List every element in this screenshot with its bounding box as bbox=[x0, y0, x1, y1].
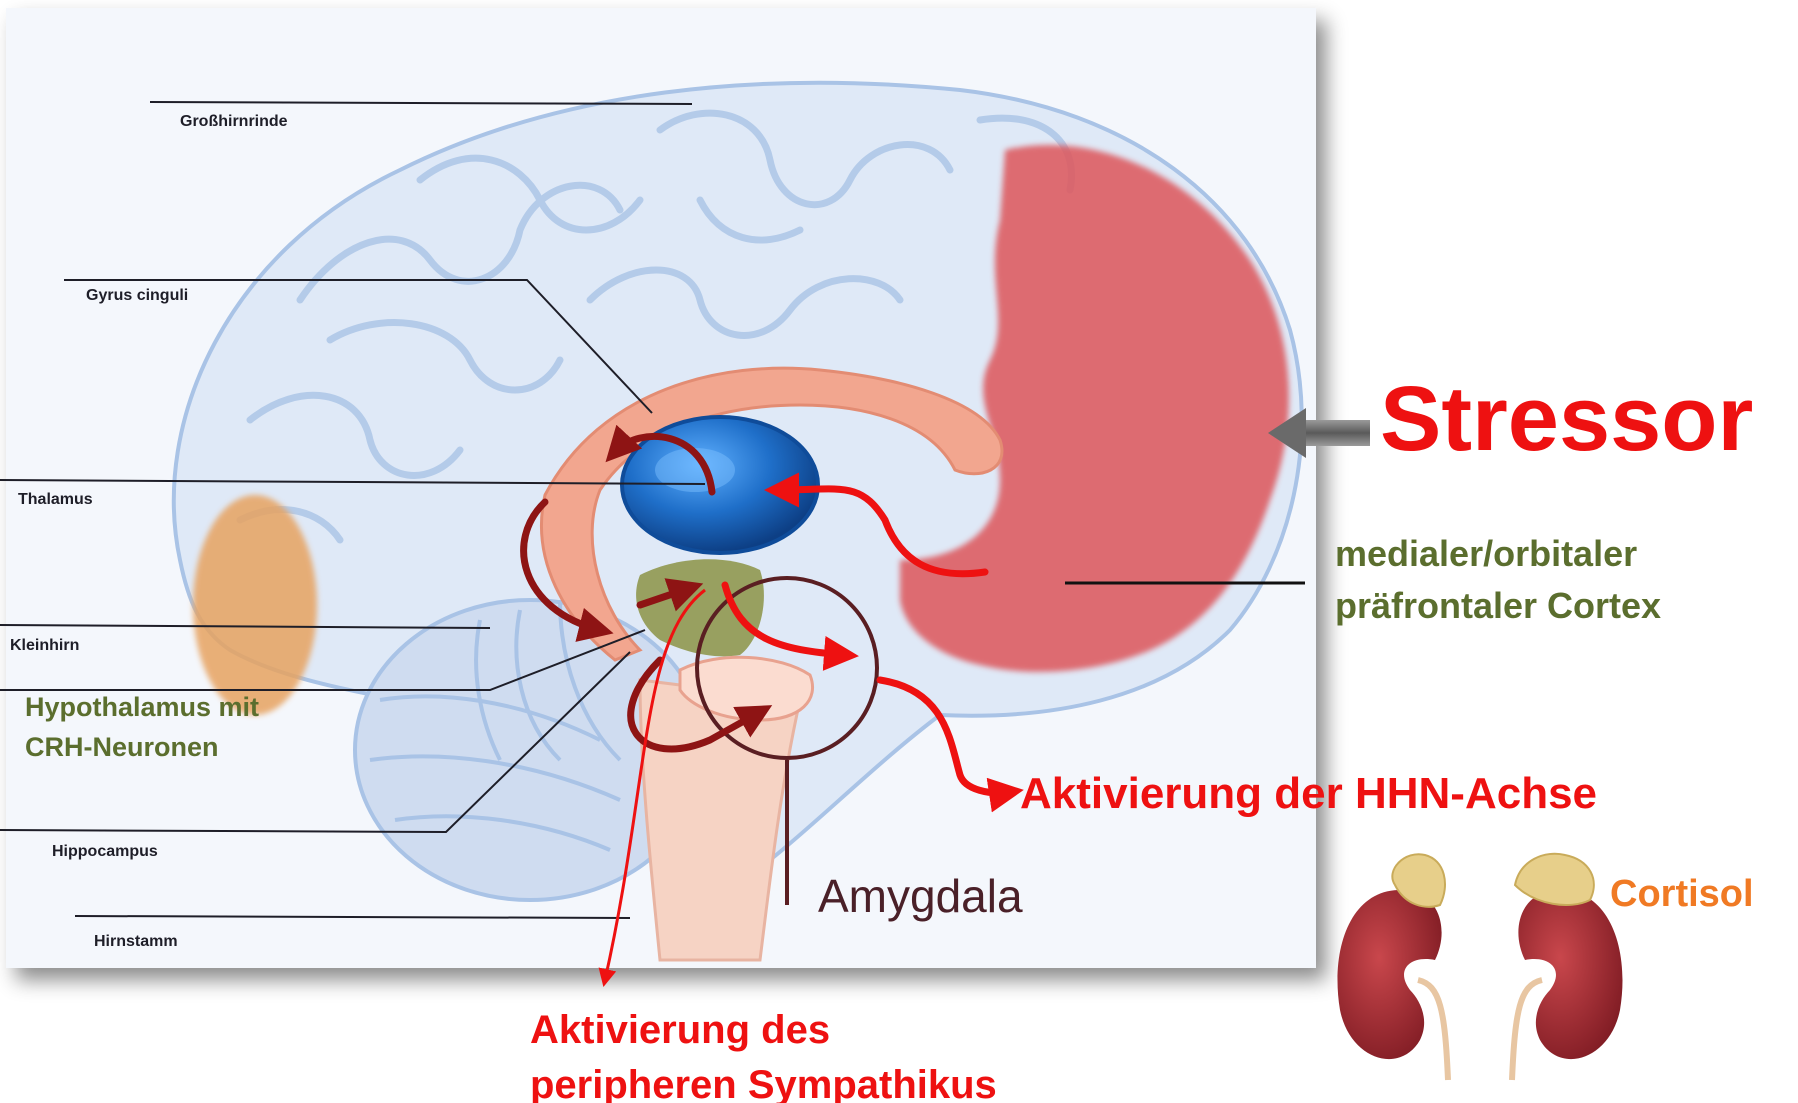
occipital-region bbox=[193, 495, 317, 715]
label-stressor: Stressor bbox=[1380, 368, 1753, 470]
kidneys-illustration bbox=[1338, 854, 1623, 1080]
label-hirnstamm: Hirnstamm bbox=[94, 933, 178, 950]
label-cortex-line1: medialer/orbitaler bbox=[1335, 533, 1637, 574]
label-hypothalamus-line1: Hypothalamus mit bbox=[25, 692, 259, 722]
left-kidney bbox=[1338, 854, 1449, 1080]
label-hhn-activation: Aktivierung der HHN-Achse bbox=[1020, 769, 1597, 818]
label-hippocampus: Hippocampus bbox=[52, 843, 158, 860]
label-cortex-line2: präfrontaler Cortex bbox=[1335, 585, 1661, 626]
brain-illustration bbox=[0, 8, 1316, 968]
label-thalamus: Thalamus bbox=[18, 491, 93, 508]
label-cortisol: Cortisol bbox=[1610, 873, 1754, 915]
label-sympathikus-line1: Aktivierung des bbox=[530, 1008, 830, 1052]
label-amygdala: Amygdala bbox=[818, 870, 1023, 922]
label-grosshirnrinde: Großhirnrinde bbox=[180, 113, 288, 130]
label-kleinhirn: Kleinhirn bbox=[10, 637, 79, 654]
label-hypothalamus-line2: CRH-Neuronen bbox=[25, 732, 219, 762]
label-sympathikus-line2: peripheren Sympathikus bbox=[530, 1063, 997, 1103]
right-kidney bbox=[1512, 854, 1623, 1080]
label-gyrus-cinguli: Gyrus cinguli bbox=[86, 287, 188, 304]
